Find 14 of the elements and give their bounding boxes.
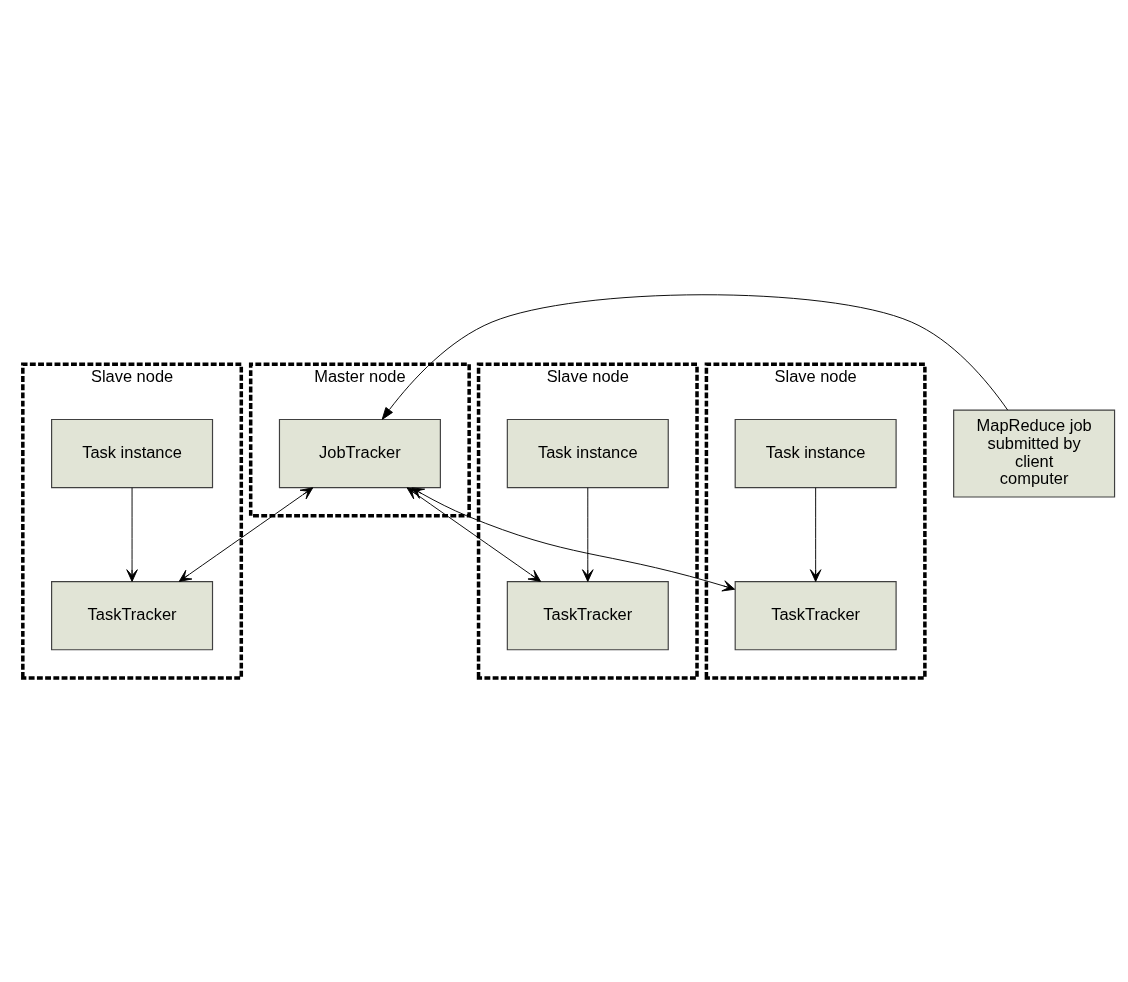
node-box: TaskTracker — [506, 581, 669, 651]
arrow — [809, 487, 822, 582]
node-box: Task instance — [734, 418, 897, 489]
arrow — [126, 487, 138, 582]
node-box: TaskTracker — [734, 581, 897, 651]
arrow — [178, 487, 314, 582]
node-box: JobTracker — [278, 418, 441, 489]
arrow — [582, 487, 594, 582]
node-box: Task instance — [51, 418, 214, 489]
node-box: TaskTracker — [51, 581, 214, 651]
arrow — [381, 294, 1009, 420]
node-box: MapReduce job submitted by client computer — [953, 409, 1116, 498]
node-box: Task instance — [506, 418, 669, 489]
arrow — [411, 487, 736, 592]
